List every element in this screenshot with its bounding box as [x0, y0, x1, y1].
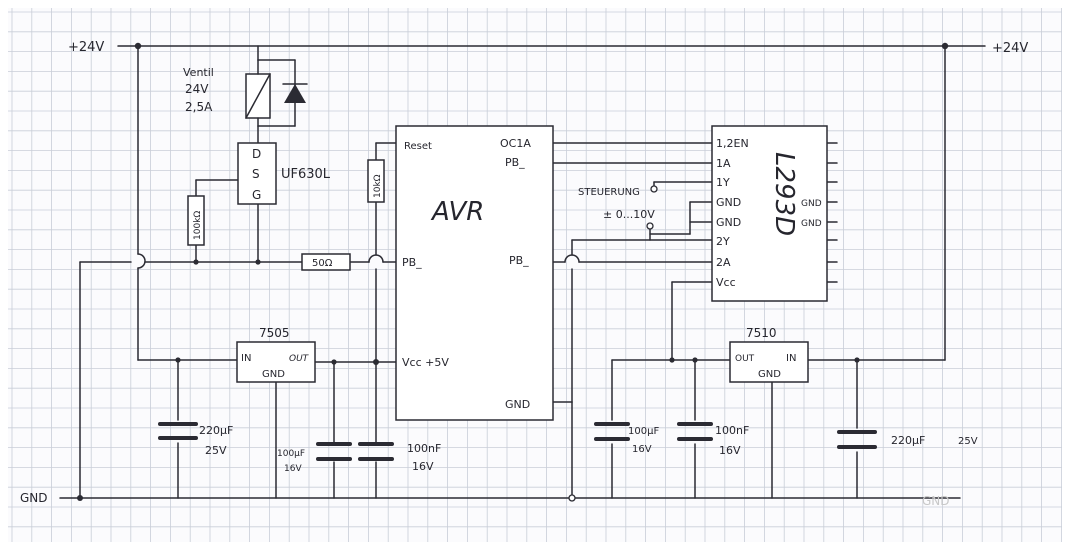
mosfet-pin-d: D: [252, 147, 261, 161]
regulator-7510-pin-out: OUT: [735, 354, 755, 364]
regulator-7505-name: 7505: [259, 326, 290, 340]
driver-name: L293D: [769, 152, 799, 236]
avr-pin-vcc: Vcc +5V: [402, 356, 449, 369]
driver-pin-left-7: 2A: [716, 256, 731, 269]
capacitor-c1-value: 220µF: [199, 424, 233, 437]
capacitor-c3-voltage: 16V: [412, 460, 434, 473]
capacitor-c6: [837, 430, 877, 449]
regulator-7505-pin-gnd: GND: [262, 369, 285, 380]
control-range: ± 0...10V: [603, 208, 655, 221]
capacitor-c2-voltage: 16V: [284, 464, 302, 474]
valve-label-line2: 24V: [185, 82, 209, 96]
resistor-10k-label: 10kΩ: [373, 174, 383, 198]
avr-pin-reset: Reset: [404, 141, 432, 152]
avr-pin-pb-left: PB_: [402, 256, 422, 269]
driver-pin-left-6: 2Y: [716, 235, 730, 248]
capacitor-c6-voltage: 25V: [958, 436, 978, 447]
capacitor-c4: [594, 422, 630, 441]
wires: [59, 45, 986, 499]
avr-gnd-terminal: [568, 494, 576, 502]
capacitor-c5-voltage: 16V: [719, 444, 741, 457]
driver-pin-right-gnd-1: GND: [801, 199, 822, 209]
driver-pin-left-5: GND: [716, 216, 741, 229]
resistor-100k-label: 100kΩ: [193, 211, 203, 240]
capacitor-c4-value: 100µF: [628, 426, 659, 437]
valve-label-line1: Ventil: [183, 66, 214, 79]
resistor-50: 50Ω: [301, 253, 351, 271]
capacitor-c4-voltage: 16V: [632, 444, 652, 455]
junction-dots: [77, 42, 949, 501]
flyback-diode: [282, 83, 308, 103]
mosfet-pin-s: S: [252, 167, 260, 181]
avr-pin-oc1a: OC1A: [500, 137, 531, 150]
driver-pin-right-gnd-2: GND: [801, 219, 822, 229]
regulator-7510: 7510 OUT IN GND: [729, 326, 809, 383]
capacitor-c3: [358, 442, 394, 461]
capacitor-c2: [316, 442, 352, 461]
avr-pin-gnd: GND: [505, 398, 530, 411]
driver-pin-left-4: GND: [716, 196, 741, 209]
driver-l293d: 1,2EN 1A 1Y GND GND 2Y 2A Vcc GND GND L2…: [711, 125, 828, 302]
regulator-7505-pin-in: IN: [241, 353, 251, 364]
gnd-right-label: GND: [922, 494, 950, 508]
resistor-50-label: 50Ω: [312, 258, 333, 269]
mosfet-name: UF630L: [281, 167, 331, 182]
driver-pin-left-2: 1A: [716, 157, 731, 170]
control-terminal-top: [650, 185, 658, 193]
avr-pin-pb-right-mid: PB_: [509, 254, 529, 267]
avr-pin-pb-right-top: PB_: [505, 156, 525, 169]
gnd-label: GND: [20, 491, 48, 505]
capacitor-c1-voltage: 25V: [205, 444, 227, 457]
regulator-7510-pin-gnd: GND: [758, 369, 781, 380]
mosfet: D S G: [237, 142, 277, 205]
control-terminal-bottom: [646, 222, 654, 230]
driver-pin-left-1: 1,2EN: [716, 137, 749, 150]
capacitor-c1: [158, 422, 198, 440]
regulator-7505-pin-out: OUT: [289, 354, 310, 364]
regulator-7510-name: 7510: [746, 326, 777, 340]
valve-coil: [245, 59, 271, 127]
avr-name: AVR: [430, 197, 484, 227]
capacitor-c5: [677, 422, 713, 441]
avr-chip: AVR Reset OC1A PB_ PB_ PB_ Vcc +5V GND: [395, 125, 554, 421]
regulator-7510-pin-in: IN: [786, 353, 796, 364]
capacitor-c2-value: 100µF: [277, 449, 305, 459]
control-label: STEUERUNG: [578, 187, 640, 198]
supply-left-label: +24V: [68, 40, 104, 55]
capacitor-c3-value: 100nF: [407, 442, 441, 455]
driver-pin-left-8: Vcc: [716, 276, 736, 289]
supply-right-label: +24V: [992, 41, 1028, 56]
capacitor-c6-value: 220µF: [891, 434, 925, 447]
mosfet-pin-g: G: [252, 188, 261, 202]
valve-label-line3: 2,5A: [185, 100, 213, 114]
resistor-10k: 10kΩ: [367, 159, 385, 203]
capacitor-c5-value: 100nF: [715, 424, 749, 437]
driver-pin-left-3: 1Y: [716, 176, 730, 189]
resistor-100k: 100kΩ: [187, 195, 205, 246]
regulator-7505: 7505 IN OUT GND: [236, 326, 316, 383]
